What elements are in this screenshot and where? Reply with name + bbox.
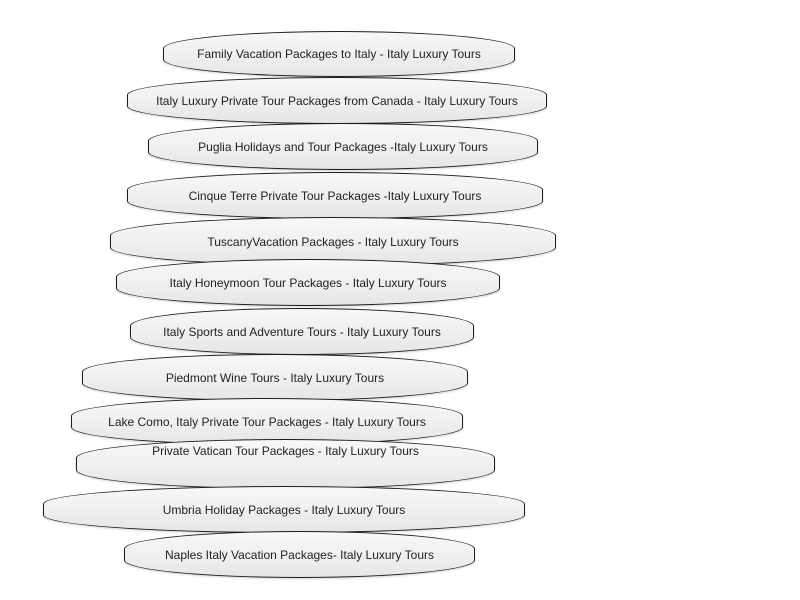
lake-como-label: Lake Como, Italy Private Tour Packages -… <box>108 414 426 429</box>
sports-adventure-link[interactable]: Italy Sports and Adventure Tours - Italy… <box>130 308 474 355</box>
naples-vacation-label: Naples Italy Vacation Packages- Italy Lu… <box>164 547 435 562</box>
canada-private-tour-link[interactable]: Italy Luxury Private Tour Packages from … <box>127 77 547 124</box>
naples-vacation-link[interactable]: Naples Italy Vacation Packages- Italy Lu… <box>124 531 475 578</box>
umbria-holiday-link[interactable]: Umbria Holiday Packages - Italy Luxury T… <box>43 486 525 533</box>
umbria-holiday-label: Umbria Holiday Packages - Italy Luxury T… <box>162 502 406 517</box>
piedmont-wine-label: Piedmont Wine Tours - Italy Luxury Tours <box>165 370 385 385</box>
family-vacation-link[interactable]: Family Vacation Packages to Italy - Ital… <box>163 31 515 77</box>
piedmont-wine-link[interactable]: Piedmont Wine Tours - Italy Luxury Tours <box>82 354 468 401</box>
honeymoon-tour-link[interactable]: Italy Honeymoon Tour Packages - Italy Lu… <box>116 259 500 306</box>
puglia-holidays-link[interactable]: Puglia Holidays and Tour Packages -Italy… <box>148 123 538 170</box>
lake-como-link[interactable]: Lake Como, Italy Private Tour Packages -… <box>71 398 463 445</box>
vatican-tour-label: Private Vatican Tour Packages - Italy Lu… <box>152 444 419 458</box>
cinque-terre-link[interactable]: Cinque Terre Private Tour Packages -Ital… <box>127 172 543 219</box>
puglia-holidays-label: Puglia Holidays and Tour Packages -Italy… <box>198 139 488 154</box>
family-vacation-label: Family Vacation Packages to Italy - Ital… <box>197 47 481 61</box>
vatican-tour-link[interactable]: Private Vatican Tour Packages - Italy Lu… <box>76 439 495 489</box>
sports-adventure-label: Italy Sports and Adventure Tours - Italy… <box>163 324 441 339</box>
cinque-terre-label: Cinque Terre Private Tour Packages -Ital… <box>188 188 482 203</box>
honeymoon-tour-label: Italy Honeymoon Tour Packages - Italy Lu… <box>169 275 447 290</box>
canada-private-tour-label: Italy Luxury Private Tour Packages from … <box>156 93 518 108</box>
tuscany-vacation-label: TuscanyVacation Packages - Italy Luxury … <box>207 234 459 249</box>
